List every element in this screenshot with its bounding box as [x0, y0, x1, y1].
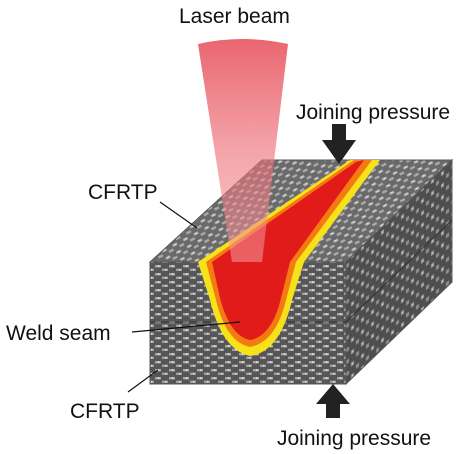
pressure-top-label: Joining pressure [296, 101, 450, 124]
cfrtp-bottom-label: CFRTP [70, 400, 140, 423]
cfrtp-top-label: CFRTP [88, 181, 158, 204]
weld-seam-core [212, 160, 364, 340]
weld-seam-label: Weld seam [6, 322, 111, 345]
cfrtp-top-leader [159, 201, 198, 229]
layer-interface-side [345, 219, 453, 323]
cfrtp-bottom-leader [127, 369, 159, 393]
pressure-arrow-top [322, 124, 356, 164]
laser-beam [198, 39, 288, 262]
weld-seam-leader [131, 321, 241, 333]
pressure-bottom-label: Joining pressure [277, 427, 431, 450]
laser-beam-label: Laser beam [179, 5, 290, 28]
pressure-arrow-bottom [316, 384, 350, 418]
